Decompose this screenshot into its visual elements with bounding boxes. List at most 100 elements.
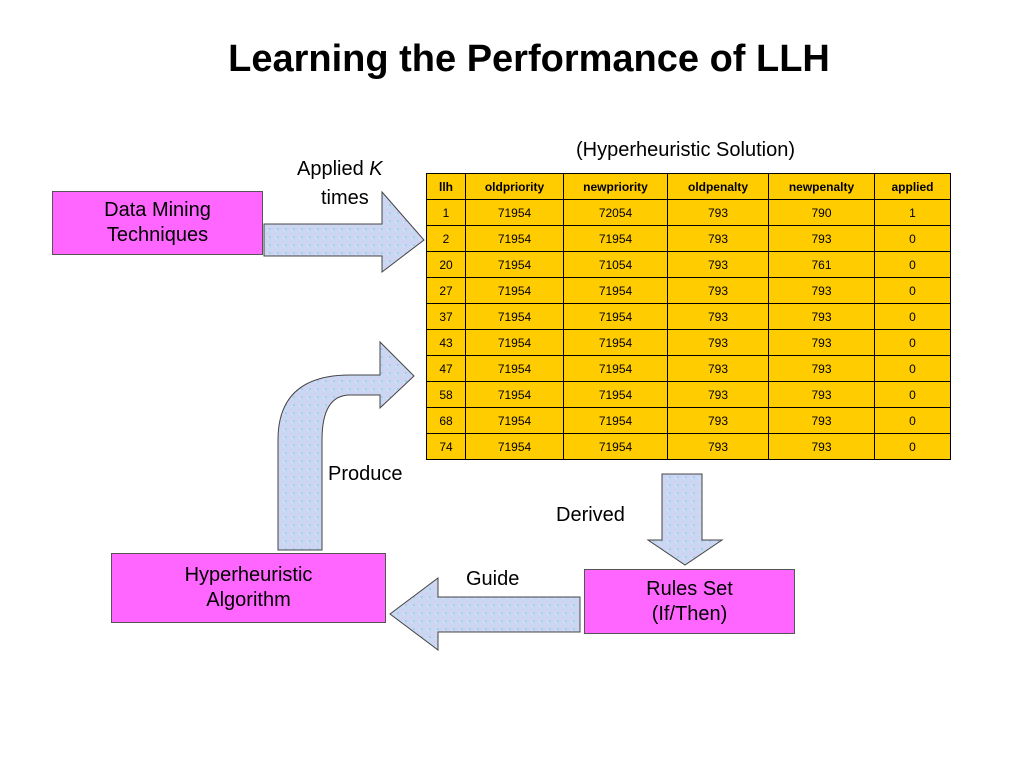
arrow-guide bbox=[389, 577, 581, 651]
table-cell-oldpenalty: 793 bbox=[667, 303, 769, 330]
table-cell-oldpenalty: 793 bbox=[667, 329, 769, 356]
arrow-produce bbox=[277, 340, 415, 551]
table-cell-oldpenalty: 793 bbox=[667, 225, 769, 252]
table-header-newpenalty: newpenalty bbox=[768, 173, 875, 200]
table-cell-newpriority: 71954 bbox=[563, 225, 668, 252]
hyperheuristic-line2: Algorithm bbox=[206, 589, 291, 611]
hyperheuristic-box: Hyperheuristic Algorithm bbox=[111, 553, 386, 623]
table-cell-newpriority: 71954 bbox=[563, 433, 668, 460]
table-cell-applied: 0 bbox=[874, 277, 951, 304]
table-cell-applied: 0 bbox=[874, 407, 951, 434]
table-cell-newpenalty: 793 bbox=[768, 329, 875, 356]
table-cell-oldpenalty: 793 bbox=[667, 355, 769, 382]
table-cell-oldpenalty: 793 bbox=[667, 199, 769, 226]
table-cell-llh: 58 bbox=[426, 381, 466, 408]
table-cell-oldpenalty: 793 bbox=[667, 407, 769, 434]
table-cell-oldpenalty: 793 bbox=[667, 433, 769, 460]
table-cell-llh: 27 bbox=[426, 277, 466, 304]
table-cell-applied: 0 bbox=[874, 381, 951, 408]
table-cell-llh: 43 bbox=[426, 329, 466, 356]
table-cell-newpenalty: 793 bbox=[768, 303, 875, 330]
applied-text: Applied bbox=[297, 158, 370, 180]
table-cell-llh: 47 bbox=[426, 355, 466, 382]
table-cell-llh: 74 bbox=[426, 433, 466, 460]
rules-set-line2: (If/Then) bbox=[651, 602, 728, 625]
table-cell-oldpriority: 71954 bbox=[465, 225, 564, 252]
data-mining-box: Data Mining Techniques bbox=[52, 191, 263, 255]
table-cell-oldpenalty: 793 bbox=[667, 381, 769, 408]
applied-label: Applied K bbox=[297, 157, 383, 182]
table-cell-newpriority: 71954 bbox=[563, 355, 668, 382]
table-cell-applied: 0 bbox=[874, 303, 951, 330]
table-cell-llh: 37 bbox=[426, 303, 466, 330]
table-cell-newpenalty: 793 bbox=[768, 225, 875, 252]
derived-label: Derived bbox=[556, 504, 625, 526]
table-cell-oldpriority: 71954 bbox=[465, 251, 564, 278]
table-cell-applied: 1 bbox=[874, 199, 951, 226]
solution-label: (Hyperheuristic Solution) bbox=[576, 139, 795, 161]
table-cell-newpriority: 71954 bbox=[563, 329, 668, 356]
table-cell-applied: 0 bbox=[874, 225, 951, 252]
table-header-oldpenalty: oldpenalty bbox=[667, 173, 769, 200]
table-header-newpriority: newpriority bbox=[563, 173, 668, 200]
data-mining-line2: Techniques bbox=[106, 224, 209, 246]
table-header-applied: applied bbox=[874, 173, 951, 200]
table-cell-applied: 0 bbox=[874, 251, 951, 278]
table-cell-newpenalty: 793 bbox=[768, 433, 875, 460]
table-cell-newpriority: 71054 bbox=[563, 251, 668, 278]
table-cell-oldpenalty: 793 bbox=[667, 277, 769, 304]
produce-label: Produce bbox=[328, 463, 403, 485]
table-cell-oldpriority: 71954 bbox=[465, 199, 564, 226]
table-cell-applied: 0 bbox=[874, 355, 951, 382]
table-cell-oldpenalty: 793 bbox=[667, 251, 769, 278]
guide-label: Guide bbox=[466, 568, 520, 590]
table-cell-applied: 0 bbox=[874, 329, 951, 356]
rules-set-line1: Rules Set bbox=[646, 577, 733, 600]
table-cell-newpriority: 72054 bbox=[563, 199, 668, 226]
table-cell-newpriority: 71954 bbox=[563, 303, 668, 330]
table-cell-newpenalty: 793 bbox=[768, 277, 875, 304]
table-cell-llh: 20 bbox=[426, 251, 466, 278]
table-header-llh: llh bbox=[426, 173, 466, 200]
table-cell-applied: 0 bbox=[874, 433, 951, 460]
table-header-oldpriority: oldpriority bbox=[465, 173, 564, 200]
table-cell-newpenalty: 790 bbox=[768, 199, 875, 226]
table-cell-llh: 68 bbox=[426, 407, 466, 434]
table-cell-llh: 1 bbox=[426, 199, 466, 226]
table-cell-newpenalty: 793 bbox=[768, 407, 875, 434]
table-cell-oldpriority: 71954 bbox=[465, 329, 564, 356]
rules-set-box: Rules Set (If/Then) bbox=[584, 569, 795, 634]
table-cell-oldpriority: 71954 bbox=[465, 433, 564, 460]
table-cell-oldpriority: 71954 bbox=[465, 277, 564, 304]
hyperheuristic-line1: Hyperheuristic bbox=[184, 564, 313, 586]
table-cell-newpriority: 71954 bbox=[563, 277, 668, 304]
table-cell-oldpriority: 71954 bbox=[465, 407, 564, 434]
table-cell-llh: 2 bbox=[426, 225, 466, 252]
table-cell-newpenalty: 761 bbox=[768, 251, 875, 278]
data-mining-line1: Data Mining bbox=[104, 199, 211, 221]
times-label: times bbox=[321, 187, 369, 209]
table-cell-newpriority: 71954 bbox=[563, 407, 668, 434]
page-title: Learning the Performance of LLH bbox=[228, 38, 830, 80]
arrow-applied bbox=[263, 190, 425, 274]
applied-k: K bbox=[369, 158, 383, 180]
table-cell-newpenalty: 793 bbox=[768, 355, 875, 382]
table-cell-newpriority: 71954 bbox=[563, 381, 668, 408]
table-cell-oldpriority: 71954 bbox=[465, 303, 564, 330]
table-cell-newpenalty: 793 bbox=[768, 381, 875, 408]
